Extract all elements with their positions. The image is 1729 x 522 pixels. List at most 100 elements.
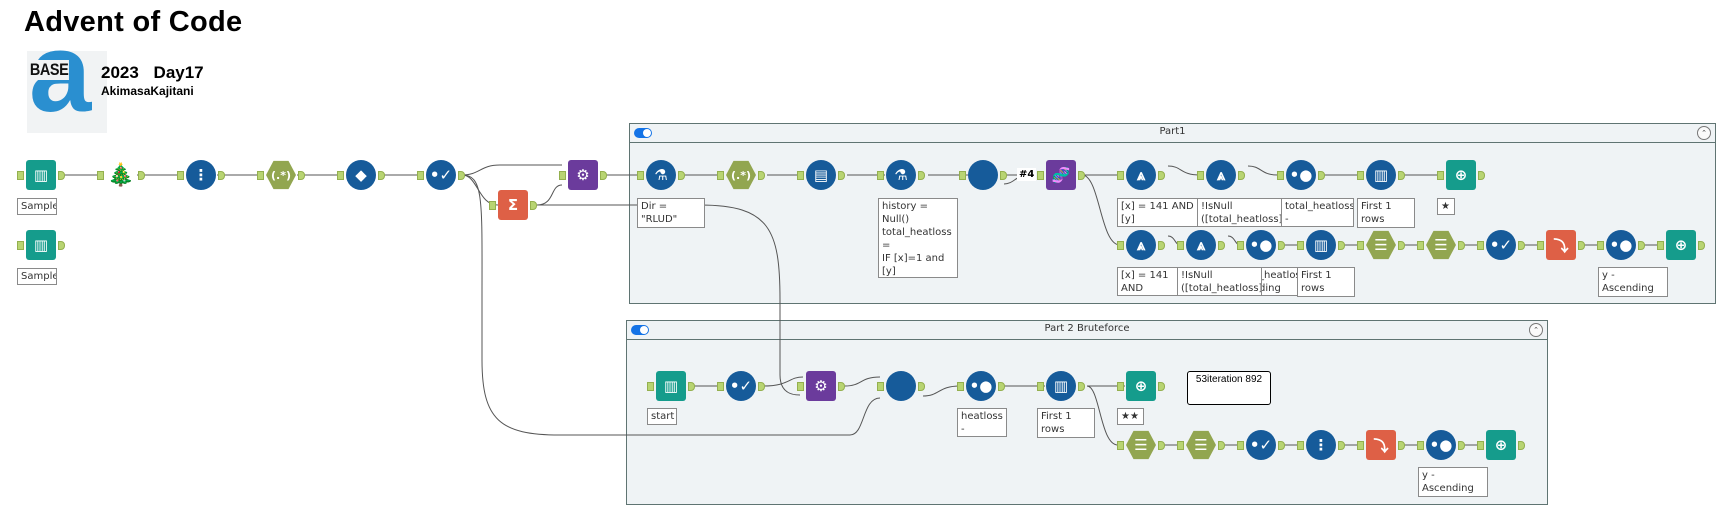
tool-regex-1[interactable]: (.*) (266, 160, 296, 190)
tool-sample-2a[interactable]: ▥ (1306, 230, 1336, 260)
output-anchor[interactable] (1578, 241, 1585, 250)
tool-input-data-sample-1[interactable]: ▥ (26, 160, 56, 190)
tool-record-id-2[interactable]: ⋮ (1306, 430, 1336, 460)
tool-sort-2a[interactable]: •● (1246, 230, 1276, 260)
collapse-icon[interactable]: ⌃ (1529, 323, 1543, 337)
output-anchor[interactable] (1218, 241, 1225, 250)
input-anchor[interactable] (17, 171, 24, 180)
output-anchor[interactable] (600, 171, 607, 180)
tool-browse-2a[interactable]: ⊕ (1666, 230, 1696, 260)
output-anchor[interactable] (1458, 241, 1465, 250)
tool-filter-2a[interactable]: ⩓ (1126, 230, 1156, 260)
tool-generate-rows[interactable]: ◆ (346, 160, 376, 190)
input-anchor[interactable] (797, 171, 804, 180)
output-anchor[interactable] (1158, 241, 1165, 250)
tool-iterative-macro[interactable] (968, 160, 998, 190)
container-header[interactable]: Part 2 Bruteforce ⌃ (627, 321, 1547, 340)
output-anchor[interactable] (678, 171, 685, 180)
input-anchor[interactable] (1117, 241, 1124, 250)
tool-iterative-macro-2[interactable] (886, 371, 916, 401)
output-anchor[interactable] (1398, 241, 1405, 250)
tool-sample-1a[interactable]: ▥ (1366, 160, 1396, 190)
output-anchor[interactable] (58, 171, 65, 180)
output-anchor[interactable] (1698, 241, 1705, 250)
tool-input-start[interactable]: ▥ (656, 371, 686, 401)
tool-filter-1a[interactable]: ⩓ (1126, 160, 1156, 190)
output-anchor[interactable] (1518, 441, 1525, 450)
output-anchor[interactable] (1158, 441, 1165, 450)
tool-sample-3a[interactable]: ▥ (1046, 371, 1076, 401)
output-anchor[interactable] (1158, 382, 1165, 391)
tool-text-to-columns-4[interactable]: ☰ (1186, 430, 1216, 460)
output-anchor[interactable] (458, 171, 465, 180)
output-anchor[interactable] (1478, 171, 1485, 180)
input-anchor[interactable] (1477, 441, 1484, 450)
input-anchor[interactable] (1657, 241, 1664, 250)
tool-christmas-tree[interactable]: 🎄 (106, 160, 136, 190)
input-anchor[interactable] (1037, 382, 1044, 391)
input-anchor[interactable] (1117, 171, 1124, 180)
tool-browse-1a[interactable]: ⊕ (1446, 160, 1476, 190)
input-anchor[interactable] (1177, 441, 1184, 450)
output-anchor[interactable] (758, 382, 765, 391)
input-anchor[interactable] (1297, 441, 1304, 450)
output-anchor[interactable] (1398, 171, 1405, 180)
output-anchor[interactable] (918, 171, 925, 180)
tool-filter-2b[interactable]: ⩓ (1186, 230, 1216, 260)
input-anchor[interactable] (717, 382, 724, 391)
container-toggle[interactable] (631, 325, 649, 335)
collapse-icon[interactable]: ⌃ (1697, 126, 1711, 140)
input-anchor[interactable] (17, 241, 24, 250)
tool-filter-1b[interactable]: ⩓ (1206, 160, 1236, 190)
tool-select-4[interactable]: •✓ (1246, 430, 1276, 460)
output-anchor[interactable] (58, 241, 65, 250)
input-anchor[interactable] (1117, 441, 1124, 450)
input-anchor[interactable] (1357, 241, 1364, 250)
tool-append-fields-2[interactable]: ⚙ (806, 371, 836, 401)
output-anchor[interactable] (1318, 171, 1325, 180)
input-anchor[interactable] (959, 171, 966, 180)
output-anchor[interactable] (298, 171, 305, 180)
tool-input-data-sample-2[interactable]: ▥ (26, 230, 56, 260)
input-anchor[interactable] (647, 382, 654, 391)
tool-select-1[interactable]: •✓ (426, 160, 456, 190)
input-anchor[interactable] (337, 171, 344, 180)
output-anchor[interactable] (758, 171, 765, 180)
output-anchor[interactable] (1398, 441, 1405, 450)
tool-text-to-columns-1[interactable]: ☰ (1366, 230, 1396, 260)
input-anchor[interactable] (1357, 441, 1364, 450)
output-anchor[interactable] (1000, 171, 1007, 180)
output-anchor[interactable] (1338, 441, 1345, 450)
input-anchor[interactable] (1237, 241, 1244, 250)
output-anchor[interactable] (838, 171, 845, 180)
tool-formula-history[interactable]: ⚗ (886, 160, 916, 190)
output-anchor[interactable] (138, 171, 145, 180)
tool-regex-2[interactable]: (.*) (726, 160, 756, 190)
tool-cross-tab-2[interactable]: ⤵ (1366, 430, 1396, 460)
input-anchor[interactable] (1477, 241, 1484, 250)
input-anchor[interactable] (637, 171, 644, 180)
input-anchor[interactable] (1417, 441, 1424, 450)
tool-browse-3b[interactable]: ⊕ (1486, 430, 1516, 460)
tool-sort-1a[interactable]: •● (1286, 160, 1316, 190)
tool-select-2[interactable]: •✓ (1486, 230, 1516, 260)
tool-sort-3a[interactable]: •● (966, 371, 996, 401)
input-anchor[interactable] (1437, 171, 1444, 180)
container-header[interactable]: Part1 ⌃ (630, 124, 1715, 143)
tool-multi-row[interactable]: ▤ (806, 160, 836, 190)
output-anchor[interactable] (688, 382, 695, 391)
output-anchor[interactable] (1218, 441, 1225, 450)
tool-record-id[interactable]: ⋮ (186, 160, 216, 190)
input-anchor[interactable] (797, 382, 804, 391)
tool-text-to-columns-2[interactable]: ☰ (1426, 230, 1456, 260)
input-anchor[interactable] (877, 382, 884, 391)
input-anchor[interactable] (1357, 171, 1364, 180)
output-anchor[interactable] (1238, 171, 1245, 180)
input-anchor[interactable] (257, 171, 264, 180)
input-anchor[interactable] (97, 171, 104, 180)
output-anchor[interactable] (918, 382, 925, 391)
output-anchor[interactable] (1278, 441, 1285, 450)
tool-formula-dir[interactable]: ⚗ (646, 160, 676, 190)
input-anchor[interactable] (1297, 241, 1304, 250)
output-anchor[interactable] (1078, 382, 1085, 391)
